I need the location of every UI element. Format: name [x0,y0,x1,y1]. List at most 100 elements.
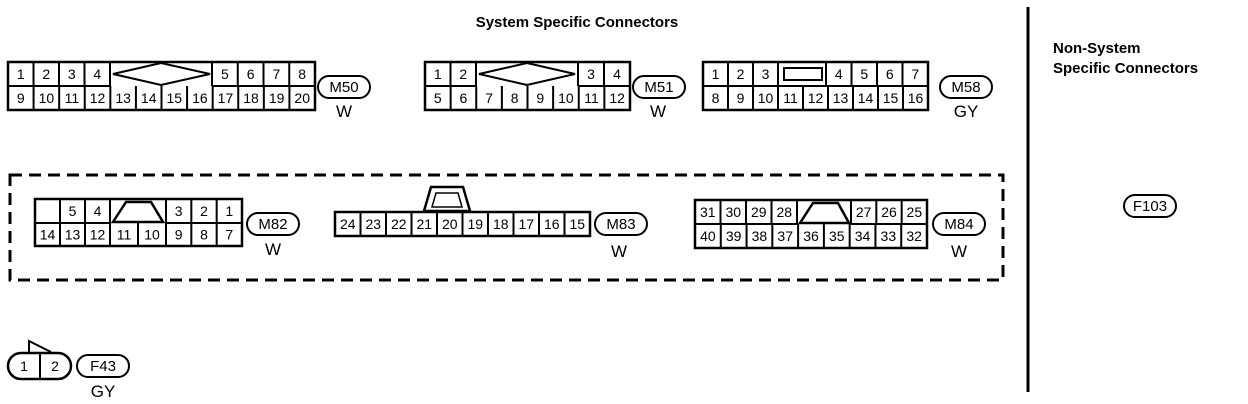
connector-f43: 1 2 F43 GY [6,339,130,401]
pin-label: 11 [65,90,80,106]
connector-id: M84 [944,216,973,233]
pin-label: 17 [518,216,534,232]
system-specific-heading: System Specific Connectors [476,14,679,31]
connector-id: F43 [90,358,116,375]
pin-label: 38 [752,228,768,244]
pin-label: 31 [700,204,716,220]
connector-id-badge [632,75,686,99]
pin-label: 16 [192,90,208,106]
pin-label: 23 [365,216,381,232]
connector-id: M58 [951,79,980,96]
keyway-tab [422,185,472,213]
connector-color: W [265,240,281,259]
pin-label: 8 [511,90,519,106]
pin-label: 15 [569,216,585,232]
pin-label: 32 [906,228,922,244]
pin-label: 1 [434,66,442,82]
keyway-diamond [478,61,576,87]
pin-label: 10 [144,227,160,243]
pin-label: 14 [40,227,56,243]
non-system-heading-line2: Specific Connectors [1053,60,1198,77]
pin-label: 2 [42,66,50,82]
keyway-trapezoid [110,200,166,224]
pin-label: 11 [117,227,132,243]
pin-label: 11 [584,90,599,106]
connector-color: W [336,102,352,121]
pin-label: 6 [886,66,894,82]
pin-label: 1 [225,203,233,219]
pin-label: 24 [340,216,356,232]
pin-label: 17 [218,90,234,106]
connector-color: GY [954,102,979,121]
pin-label: 3 [762,66,770,82]
keyway-diamond [112,61,211,87]
pin-label: 15 [167,90,183,106]
pin-label: 16 [544,216,560,232]
pin-label: 5 [860,66,868,82]
pin-label: 12 [609,90,625,106]
pin-label: 37 [777,228,793,244]
connector-id: M83 [606,216,635,233]
pin-label: 3 [175,203,183,219]
pin-label: 3 [68,66,76,82]
connector-id: M82 [258,216,287,233]
pin-label: 13 [115,90,131,106]
connector-f103: F103 [1123,194,1177,218]
pin-label: 9 [175,227,183,243]
connector-color: W [650,102,666,121]
pin-label: 40 [700,228,716,244]
pin-label: 12 [90,90,106,106]
connector-color: W [611,242,627,261]
connector-id-badge [246,212,300,236]
pin-label: 16 [908,90,924,106]
pin-label: 5 [221,66,229,82]
pin-label: 19 [467,216,483,232]
pin-label: 39 [726,228,742,244]
pin-label: 28 [776,204,792,220]
pin-label: 36 [803,228,819,244]
pin-label: 8 [298,66,306,82]
pin-label: 1 [712,66,720,82]
pin-label: 5 [69,203,77,219]
pin-label: 20 [442,216,458,232]
pin-label: 7 [225,227,233,243]
pin-label: 21 [416,216,432,232]
pin-label: 4 [835,66,843,82]
connector-id: M50 [329,79,358,96]
pin-label: 9 [737,90,745,106]
connector-color: W [951,242,967,261]
dashed-group-box [8,173,1005,282]
pin-label: 29 [751,204,767,220]
pin-label: 6 [247,66,255,82]
connector-id-badge [317,75,371,99]
pin-label: 3 [587,66,595,82]
pin-label: 12 [808,90,824,106]
non-system-heading-line1: Non-System [1053,40,1141,57]
pin-label: 2 [737,66,745,82]
pin-label: 26 [881,204,897,220]
pin-label: 10 [39,90,55,106]
pin-label: 4 [94,203,102,219]
keyway-tab-inner [431,192,463,208]
pin-label: 14 [141,90,157,106]
pin-label: 5 [434,90,442,106]
pin-label: 8 [712,90,720,106]
keyway-slot [783,67,823,81]
pin-label: 33 [881,228,897,244]
pin-label: 12 [90,227,106,243]
pin-label: 27 [856,204,872,220]
pin-label: 10 [758,90,774,106]
pin-label: 13 [833,90,849,106]
connector-id-badge [939,75,993,99]
connector-id-badge [594,212,648,236]
pin-label: 6 [460,90,468,106]
connector-id-badge [932,212,986,236]
pin-label: 15 [883,90,899,106]
connector-id-badge [76,354,130,378]
pin-label: 1 [20,358,28,374]
